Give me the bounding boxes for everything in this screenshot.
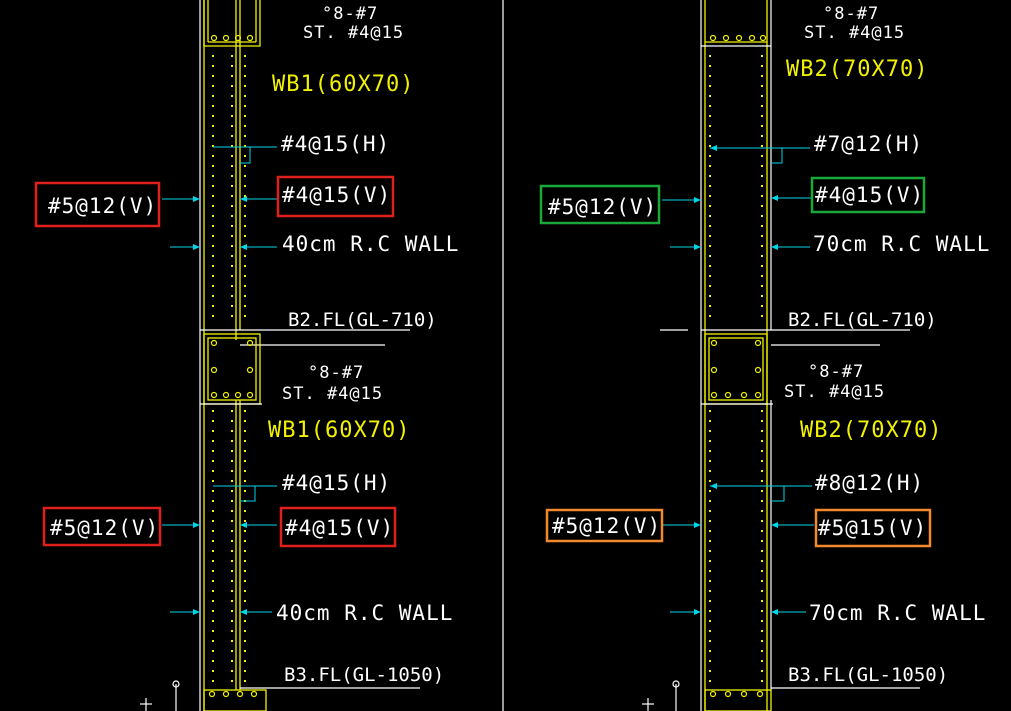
beam-label: WB1(60X70) [268, 418, 410, 443]
stirrup-main-label: °8-#7 [322, 4, 378, 24]
floor-level-label: B3.FL(GL-1050) [284, 664, 444, 686]
highlight-red-box [279, 506, 397, 548]
stirrup-st-label: ST. #4@15 [804, 23, 905, 43]
highlight-orange-box [814, 508, 932, 548]
stirrup-main-label: °8-#7 [823, 4, 879, 24]
vertical-rebar-outer-label: #5@12(V) [48, 194, 157, 218]
stirrup-st-label: ST. #4@15 [303, 23, 404, 43]
highlight-green-box [810, 176, 926, 214]
highlight-green-box [539, 184, 661, 225]
highlight-red-box [34, 181, 161, 228]
highlight-red-box [42, 506, 162, 547]
vertical-rebar-outer-label: #5@12(V) [552, 514, 661, 538]
horizontal-rebar-label: #8@12(H) [815, 471, 924, 495]
wall-thickness-label: 70cm R.C WALL [809, 601, 986, 625]
vertical-rebar-outer-label: #5@12(V) [50, 516, 159, 540]
wall-thickness-label: 40cm R.C WALL [276, 601, 453, 625]
floor-level-label: B2.FL(GL-710) [288, 309, 437, 331]
vertical-rebar-inner-label: #4@15(V) [285, 516, 394, 540]
wall-thickness-label: 40cm R.C WALL [282, 232, 459, 256]
stirrup-main-label: °8-#7 [808, 362, 864, 382]
floor-level-label: B3.FL(GL-1050) [788, 664, 948, 686]
highlight-red-box [276, 175, 395, 218]
stirrup-st-label: ST. #4@15 [282, 384, 383, 404]
stirrup-st-label: ST. #4@15 [784, 382, 885, 402]
beam-label: WB2(70X70) [786, 57, 928, 82]
right-wall-section: °8-#7 ST. #4@15 WB2(70X70) #7@12(H) #4@1… [539, 0, 990, 711]
highlight-orange-box [545, 508, 664, 543]
beam-label: WB1(60X70) [272, 72, 414, 97]
horizontal-rebar-label: #4@15(H) [281, 132, 390, 156]
vertical-rebar-outer-label: #5@12(V) [548, 195, 657, 219]
floor-level-label: B2.FL(GL-710) [788, 309, 937, 331]
vertical-rebar-inner-label: #5@15(V) [818, 516, 927, 540]
left-wall-section: °8-#7 ST. #4@15 WB1(60X70) #4@15(H) #4@1… [34, 0, 504, 711]
vertical-rebar-inner-label: #4@15(V) [282, 183, 391, 207]
horizontal-rebar-label: #7@12(H) [814, 132, 923, 156]
horizontal-rebar-label: #4@15(H) [282, 471, 391, 495]
vertical-rebar-inner-label: #4@15(V) [815, 183, 924, 207]
stirrup-main-label: °8-#7 [308, 363, 364, 383]
beam-label: WB2(70X70) [800, 418, 942, 443]
wall-thickness-label: 70cm R.C WALL [813, 232, 990, 256]
